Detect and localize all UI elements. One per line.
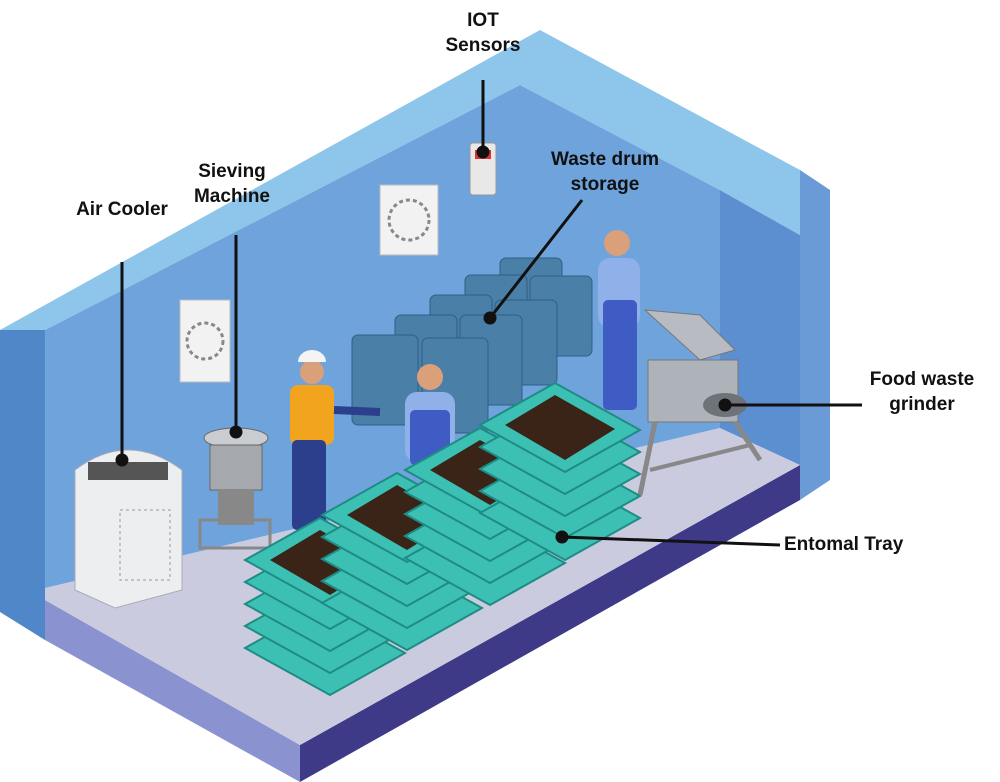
wall-top-rim [0,30,800,330]
air-cooler-unit [74,449,183,609]
wall-fan-icon [379,184,439,256]
label-line: Waste drum [550,149,660,170]
label-line: Machine [193,186,271,207]
base-left-face [45,600,300,782]
waste-drums [351,257,593,434]
wall-fan-icon [179,299,231,383]
compost-larvae [505,395,615,460]
food-waste-grinder-machine [637,309,763,496]
label-line: Sensors [445,35,521,56]
leader-lines [115,80,862,547]
label-food-waste-grinder: Food waste grinder [862,367,982,417]
label-iot-sensors: IOT Sensors [443,8,523,58]
label-sieving-machine: Sieving Machine [182,159,282,209]
label-line: grinder [889,394,955,415]
entomal-tray-stacks [242,381,643,697]
worker-figure [598,230,640,410]
label-line: IOT [467,10,499,31]
left-wall-edge [0,330,45,640]
worker-figure [290,350,381,530]
sieving-machine-unit [198,427,272,550]
base-right-face [300,465,800,782]
label-air-cooler: Air Cooler [76,199,168,220]
label-entomal-tray: Entomal Tray [784,534,904,555]
right-wall-face [800,170,830,500]
label-line: Sieving [198,161,266,182]
label-line: storage [570,174,640,195]
end-wall [720,190,800,465]
label-waste-drum-storage: Waste drum storage [545,147,665,197]
label-line: Food waste [869,369,975,390]
